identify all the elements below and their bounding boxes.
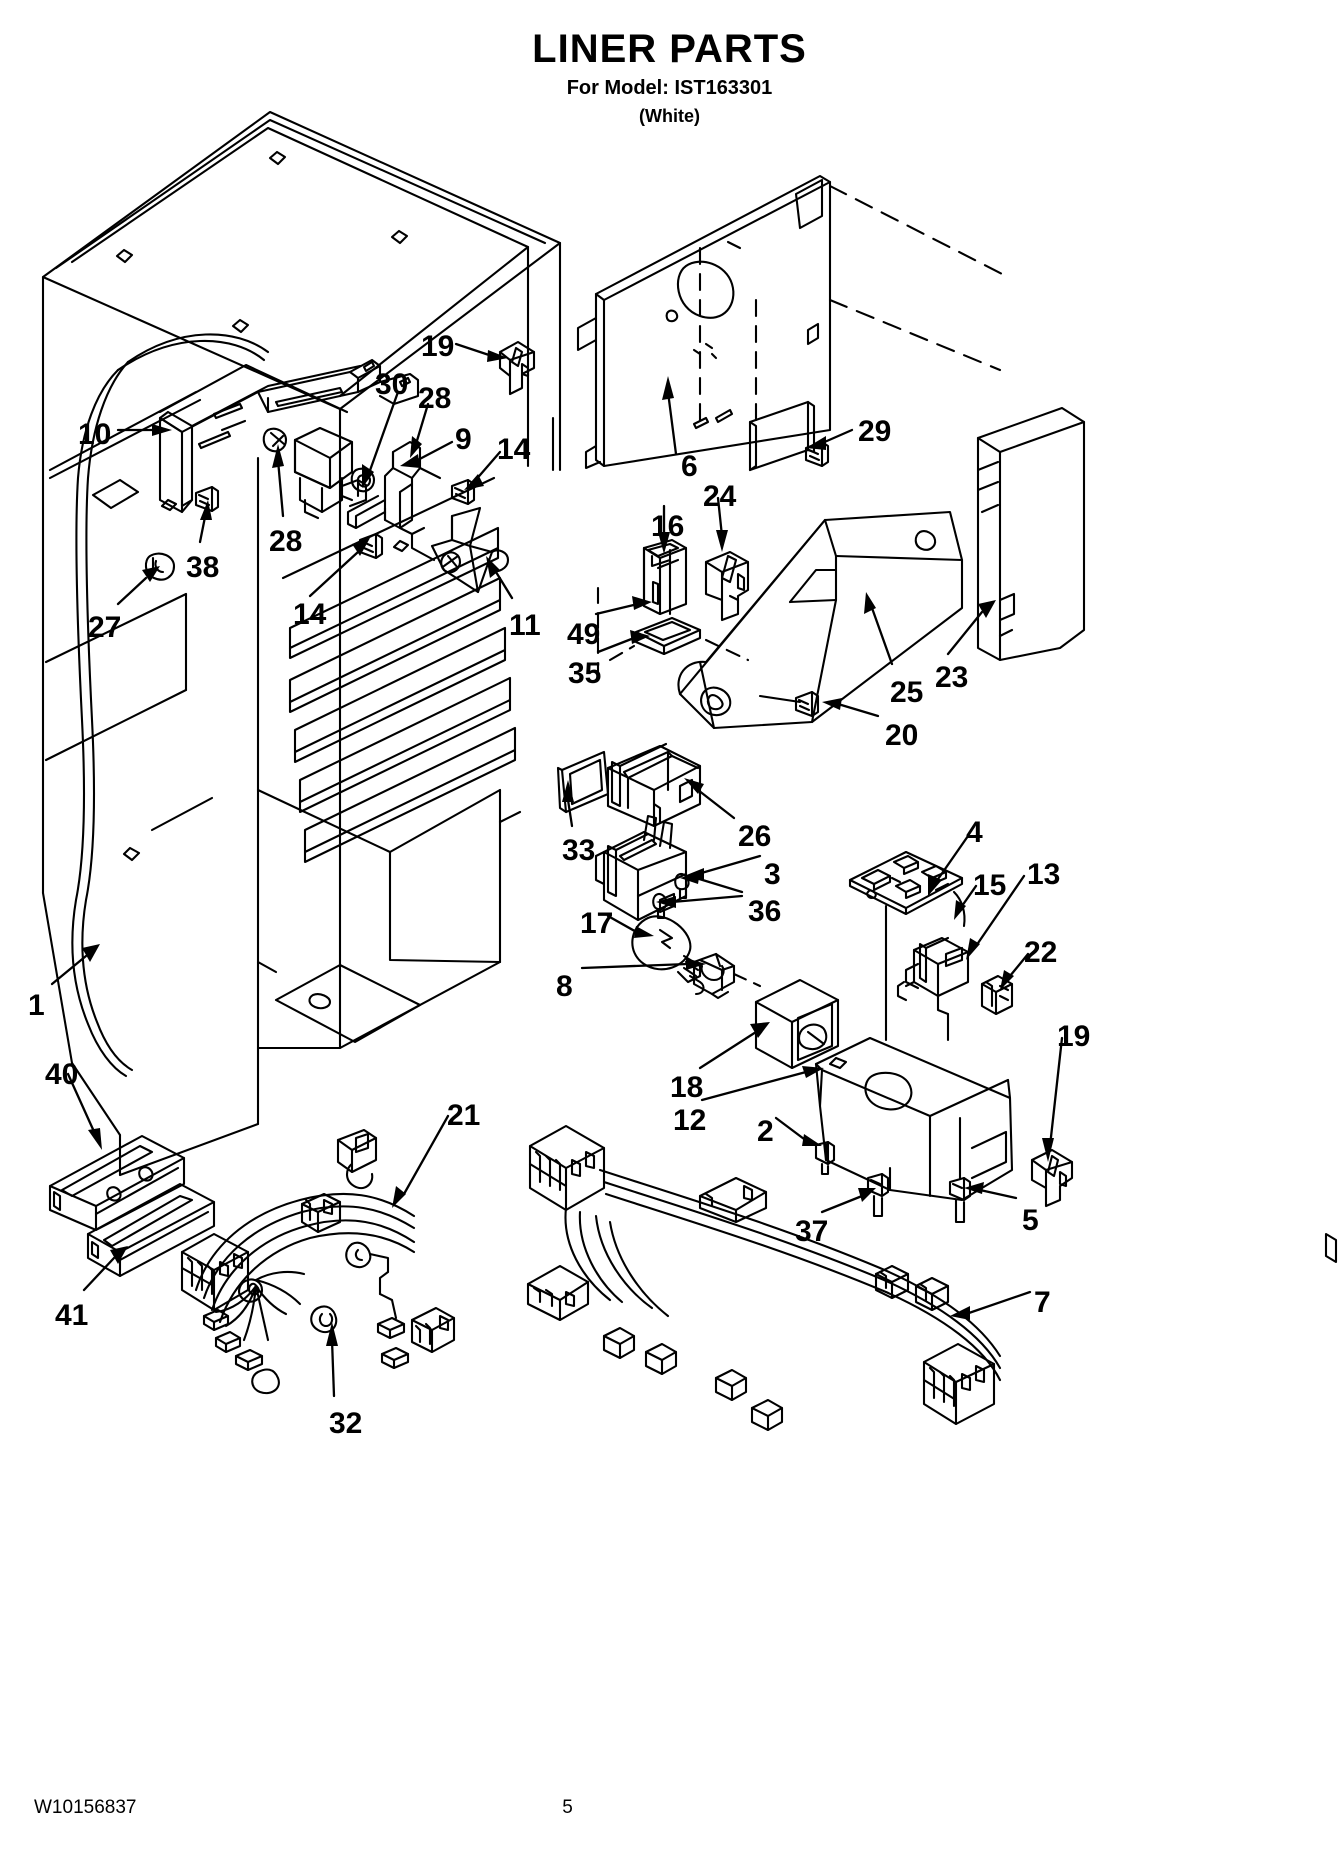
fan-motor-housing-group [498,340,1074,1224]
callout-33: 33 [562,834,596,867]
callout-19: 19 [421,330,455,363]
callout-5: 5 [1022,1204,1039,1237]
light-lens-trim-group [48,1134,216,1278]
wire-harness-right [526,1124,1338,1432]
callout-22: 22 [1024,936,1058,969]
callout-17: 17 [580,907,614,940]
callout-11: 11 [509,609,541,642]
top-control-bracket-assembly [144,358,510,594]
callout-37: 37 [795,1215,829,1248]
page-title: LINER PARTS [532,27,807,71]
callout-12: 12 [673,1104,707,1137]
callout-32: 32 [329,1407,363,1440]
callout-21: 21 [447,1099,481,1132]
callout-4: 4 [966,816,983,849]
page-header: LINER PARTS For Model: IST163301 (White) [0,26,1339,129]
callout-14: 14 [293,598,327,631]
callout-27: 27 [88,611,122,644]
callout-8: 8 [556,970,573,1003]
callout-15: 15 [973,869,1007,902]
callout-16: 16 [651,510,685,543]
callout-23: 23 [935,661,969,694]
cabinet-liner-outline [41,110,562,1177]
callout-36: 36 [748,895,782,928]
callout-6: 6 [681,450,698,483]
callout-14: 14 [497,433,531,466]
callout-41: 41 [55,1299,89,1332]
callout-leaders [50,342,1064,1398]
callout-28: 28 [418,382,452,415]
page-footer: W10156837 5 [0,1797,1339,1821]
callout-24: 24 [703,480,737,513]
air-duct-cover-assembly [677,406,1086,730]
wire-harness-left [180,1128,456,1395]
callout-38: 38 [186,551,220,584]
callout-3: 3 [764,858,781,891]
callout-7: 7 [1034,1286,1051,1319]
callout-35: 35 [568,657,602,690]
footer-page-number: 5 [562,1797,573,1818]
callout-25: 25 [890,676,924,709]
thermostat-housing-group [556,742,762,1000]
callout-18: 18 [670,1071,704,1104]
color-variant: (White) [639,106,700,126]
footer-document-code: W10156837 [34,1797,137,1818]
callout-10: 10 [78,418,112,451]
callout-30: 30 [375,368,409,401]
callout-20: 20 [885,719,919,752]
callout-28: 28 [269,525,303,558]
model-subtitle: For Model: IST163301 [566,77,773,99]
callout-19: 19 [1057,1020,1091,1053]
callout-2: 2 [757,1115,774,1148]
callout-49: 49 [567,618,601,651]
callout-1: 1 [28,989,45,1022]
callout-9: 9 [455,423,472,456]
callout-13: 13 [1027,858,1061,891]
callout-40: 40 [45,1058,79,1091]
callout-26: 26 [738,820,772,853]
rear-panel-assembly [576,174,1012,472]
callout-29: 29 [858,415,892,448]
